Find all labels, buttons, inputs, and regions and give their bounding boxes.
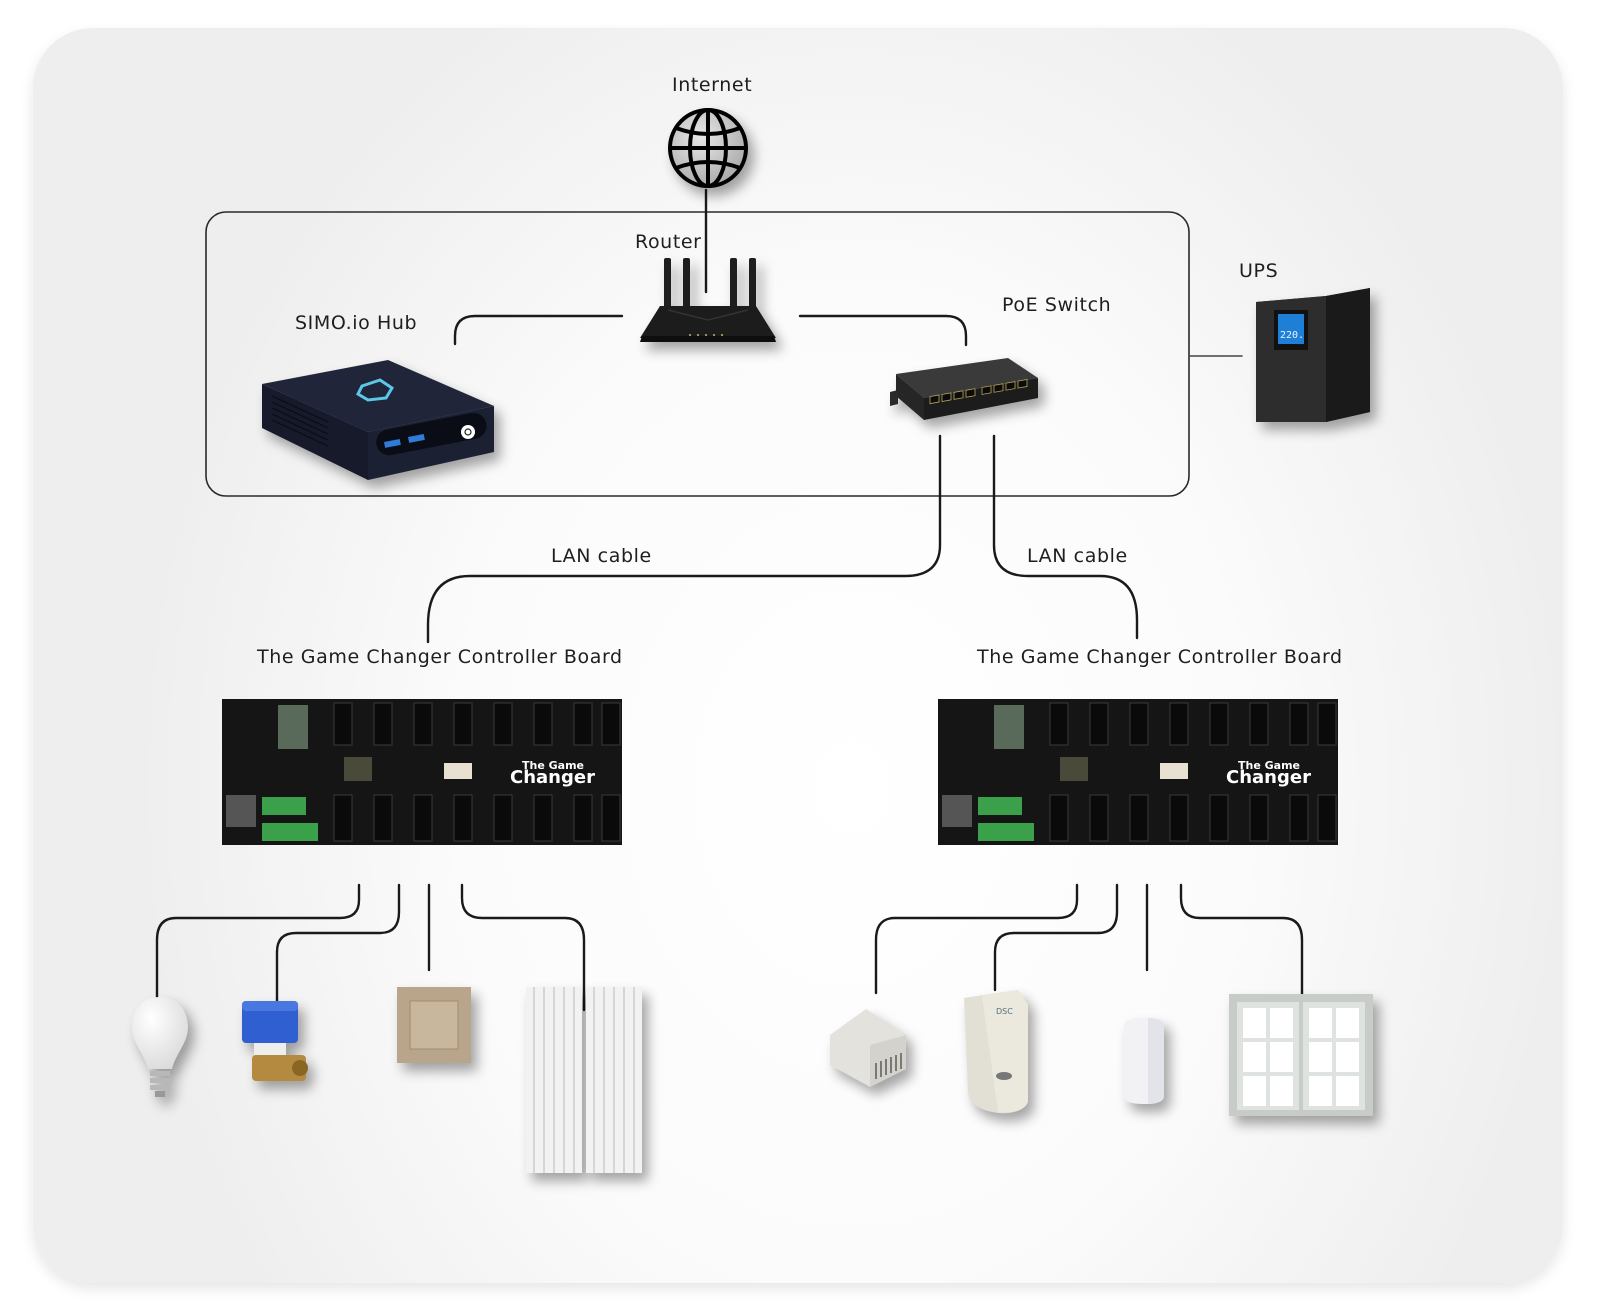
radiator-icon <box>526 987 642 1173</box>
controller-board-left: The Game Changer <box>222 699 622 845</box>
wire-router-hub <box>453 314 624 346</box>
poe-switch-device <box>890 358 1038 420</box>
board-left-brand-bottom: Changer <box>510 767 595 788</box>
wire-left-radiator <box>460 883 586 1012</box>
light-bulb-icon <box>132 997 188 1097</box>
simo-hub-device <box>262 360 494 480</box>
wall-switch-icon <box>397 987 471 1063</box>
wire-router-switch <box>798 314 968 347</box>
hub-label: SIMO.io Hub <box>295 312 418 334</box>
board-right-brand-bottom: Changer <box>1226 767 1311 788</box>
wire-lan-right <box>992 434 1139 640</box>
poe-switch-label: PoE Switch <box>1002 294 1112 316</box>
ups-device: 220. <box>1250 286 1372 426</box>
board-left-brand-top: The Game <box>522 759 584 772</box>
water-valve-icon <box>242 1001 308 1081</box>
curtain-motor-icon <box>1124 1018 1164 1104</box>
wire-right-window <box>1179 883 1304 996</box>
wire-right-motion <box>993 883 1119 992</box>
window-icon <box>1229 994 1373 1116</box>
motion-sensor-icon: DSC <box>964 990 1028 1114</box>
lan-cable-right-label: LAN cable <box>1027 545 1128 567</box>
router-device <box>640 258 776 342</box>
board-right-label: The Game Changer Controller Board <box>977 646 1343 668</box>
board-right-brand-top: The Game <box>1238 759 1300 772</box>
router-label: Router <box>635 231 702 253</box>
local-network-frame <box>205 211 1190 497</box>
globe-icon <box>668 108 748 188</box>
lan-cable-left-label: LAN cable <box>551 545 652 567</box>
wire-lan-left <box>426 434 942 644</box>
board-left-label: The Game Changer Controller Board <box>257 646 623 668</box>
internet-label: Internet <box>672 74 753 96</box>
motion-sensor-brand: DSC <box>996 1007 1013 1016</box>
ups-label: UPS <box>1239 260 1279 282</box>
temperature-sensor-icon <box>830 1009 906 1087</box>
controller-board-right: The Game Changer <box>938 699 1338 845</box>
wire-right-temp <box>874 883 1079 995</box>
wire-left-bulb <box>155 883 361 1012</box>
ups-display-value: 220. <box>1280 330 1305 341</box>
wire-left-valve <box>275 883 401 1006</box>
